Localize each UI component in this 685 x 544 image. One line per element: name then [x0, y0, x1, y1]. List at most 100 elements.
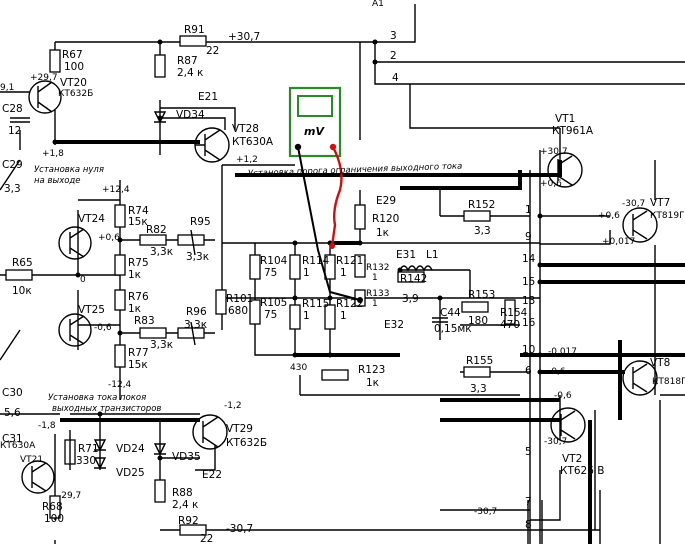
- pin-4: 4: [392, 72, 399, 84]
- r114-name: R114: [302, 255, 330, 267]
- r75-name: R75: [128, 257, 149, 269]
- r67-body: [49, 49, 61, 73]
- vt29-name: VT29: [226, 423, 253, 435]
- vt21-symbol: [21, 460, 55, 494]
- vt20-type: КТ632Б: [58, 89, 93, 99]
- r154-body: [504, 299, 516, 325]
- v-18p: +1,8: [42, 149, 64, 159]
- vd34-name: VD34: [176, 109, 205, 121]
- r65-body: [5, 269, 33, 281]
- r133-value: 1: [372, 299, 378, 309]
- r154-value: 470: [500, 319, 520, 331]
- vt7-symbol: [622, 207, 658, 243]
- potentiometer-wipers: [69, 229, 196, 470]
- v-pin7: -30,7: [474, 507, 497, 517]
- r92-name: R92: [178, 515, 199, 527]
- v-124n: -12,4: [108, 380, 132, 390]
- r68-value: 100: [44, 513, 64, 525]
- r82-body: [139, 234, 167, 246]
- r114-body: [289, 254, 301, 280]
- r121-name: R121: [336, 255, 363, 267]
- vt8-name: VT8: [650, 357, 670, 369]
- pin-5: 5: [525, 446, 532, 458]
- e22-label: E22: [202, 469, 222, 481]
- r155-body: [463, 366, 491, 378]
- r87-name: R87: [177, 55, 198, 67]
- r95-value: 3,3к: [186, 251, 209, 263]
- c44-value: 0,15мк: [434, 323, 472, 335]
- junction-dots: [52, 39, 543, 461]
- vt1-name: VT1: [555, 113, 575, 125]
- r88-name: R88: [172, 487, 193, 499]
- r74-name: R74: [128, 205, 149, 217]
- vt2-name: VT2: [562, 453, 582, 465]
- r67-value: 100: [64, 61, 84, 73]
- r76-name: R76: [128, 291, 149, 303]
- vt28-type: КТ630А: [232, 136, 274, 148]
- e31-label: E31: [396, 249, 416, 261]
- r155-value: 3,3: [470, 383, 487, 395]
- r152-name: R152: [468, 199, 495, 211]
- e21-label: E21: [198, 91, 218, 103]
- r74-body: [114, 204, 126, 228]
- vd25-symbol: [93, 457, 107, 470]
- r96-body: [177, 327, 205, 339]
- r91-name: R91: [184, 24, 205, 36]
- c44-symbol: [432, 317, 448, 323]
- connector-markers: [527, 500, 543, 544]
- vt29-type: КТ632Б: [226, 437, 267, 449]
- r87-body: [154, 54, 166, 78]
- pin-6: 6: [525, 365, 532, 377]
- r65-value: 10к: [12, 285, 32, 297]
- v-vt7-c: -30,7: [622, 199, 645, 209]
- v-18n: -1,8: [38, 421, 56, 431]
- vd34-symbol: [153, 111, 167, 124]
- r122-body: [324, 304, 336, 330]
- c44-name: C44: [440, 307, 461, 319]
- v-06n: -0,6: [94, 323, 112, 333]
- r132-name: R132: [366, 263, 389, 273]
- r104-name: R104: [260, 255, 288, 267]
- r120-name: R120: [372, 213, 399, 225]
- r82-value: 3,3к: [150, 246, 173, 258]
- v-vt1-e: +0,6: [540, 179, 562, 189]
- r121-body: [324, 254, 336, 280]
- v-vt20-e: +29,7: [30, 73, 58, 83]
- meter-frame: [288, 86, 342, 158]
- note-bias-1: Установка тока покоя: [48, 393, 146, 403]
- r120-body: [354, 204, 366, 230]
- pin-15: 15: [522, 276, 535, 288]
- r123-body: [321, 369, 349, 381]
- transistor-symbols: [21, 80, 658, 494]
- r115-body: [289, 304, 301, 330]
- r154-name: R154: [500, 307, 528, 319]
- r105-value: 75: [264, 309, 277, 321]
- millivoltmeter: mV: [288, 86, 363, 303]
- r71-name: R71: [78, 443, 99, 455]
- c28-name: C28: [2, 103, 23, 115]
- r68-name: R68: [42, 501, 63, 513]
- r122-value: 1: [340, 310, 347, 322]
- r87-value: 2,4 к: [177, 67, 203, 79]
- r74-value: 15к: [128, 216, 148, 228]
- r115-value: 1: [303, 310, 310, 322]
- v-vt7-e: +0,017: [602, 237, 635, 247]
- note-zero-adjust-1: Установка нуля: [34, 165, 104, 175]
- pin-9: 9: [525, 231, 532, 243]
- pin-14: 14: [522, 253, 536, 265]
- r71-value: 330: [76, 455, 96, 467]
- r95-body: [177, 234, 205, 246]
- r77-name: R77: [128, 347, 149, 359]
- vd35-name: VD35: [172, 451, 201, 463]
- vt8-type: КТ818Г: [652, 377, 685, 387]
- r132-value: 1: [372, 273, 378, 283]
- vt2-type: КТ626 В: [560, 465, 604, 477]
- meter-display: [297, 95, 333, 117]
- r68-body: [49, 495, 61, 519]
- c31-name: C31: [2, 433, 23, 445]
- wiring: [0, 4, 685, 544]
- r155-name: R155: [466, 355, 493, 367]
- inductor-l1-symbol: [399, 265, 433, 272]
- pin-1: 1: [525, 204, 532, 216]
